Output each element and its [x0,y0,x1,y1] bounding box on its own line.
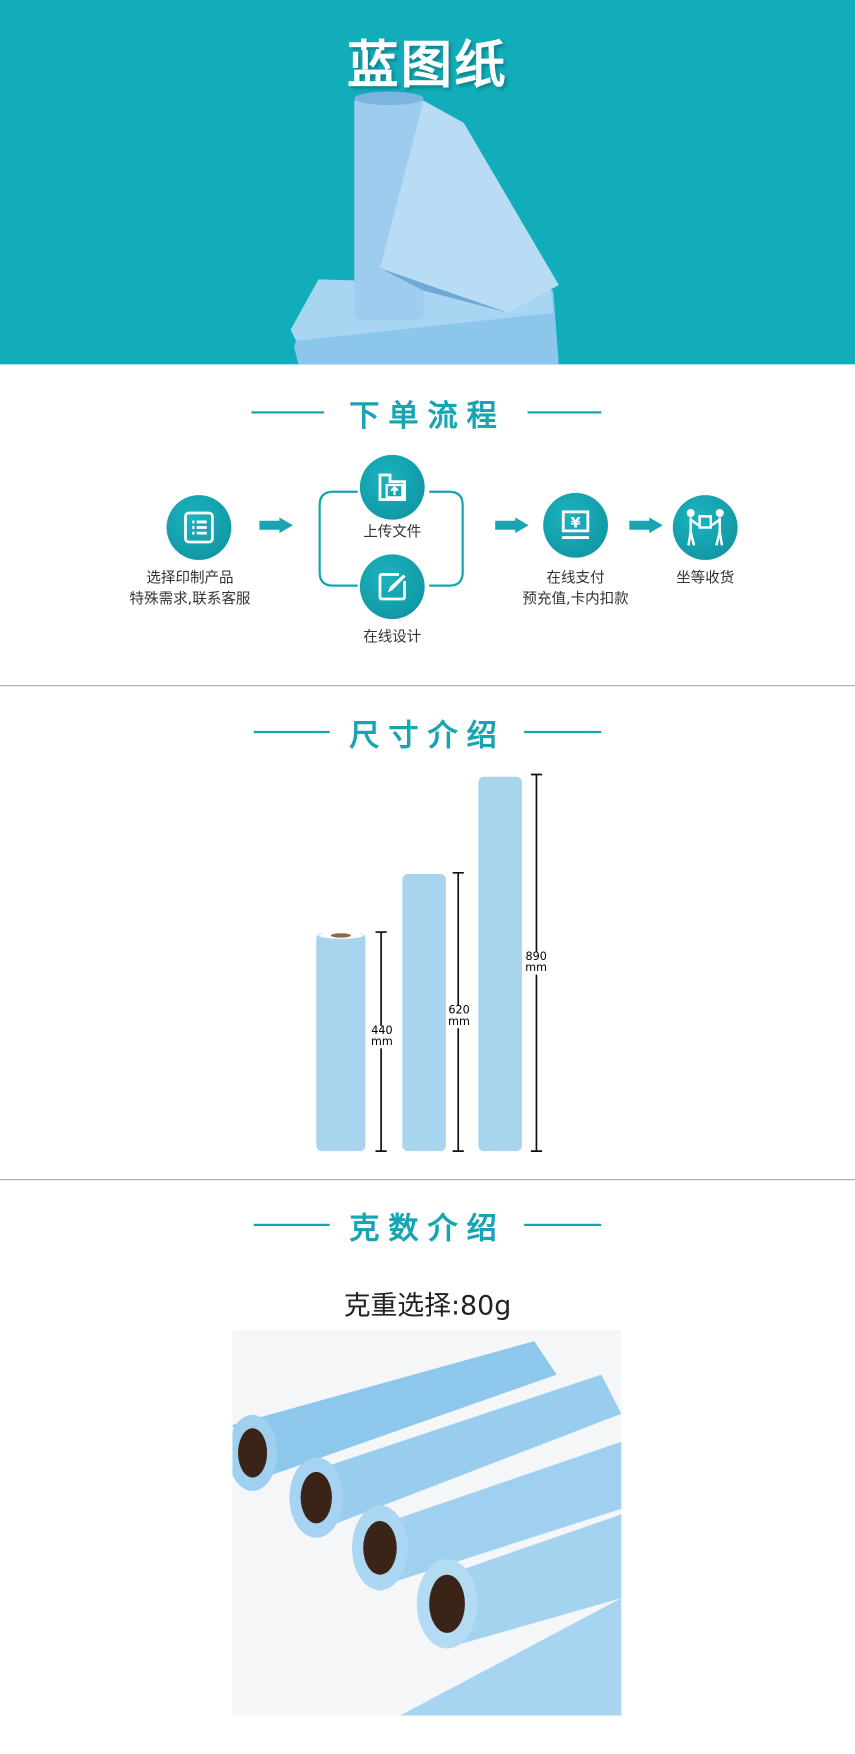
step-upload-text: 上传文件 [363,524,422,541]
title-line-left [253,730,330,734]
svg-text:¥: ¥ [571,516,581,532]
size-unit: mm [525,962,548,975]
section-divider [0,685,855,687]
edit-pen-icon [378,573,406,601]
weight-intro-title: 克数介绍 [349,1211,506,1247]
list-icon [184,511,214,544]
step-line: 特殊需求,联系客服 [129,591,251,608]
step-design-text: 在线设计 [363,629,422,646]
upload-folder-icon [378,473,406,501]
select-product-step [166,495,232,560]
step-line: 在线支付 [546,569,605,587]
title-line-left [253,1223,330,1227]
size-value: 890 [525,951,547,964]
yuan-monitor-icon: ¥ [561,510,590,539]
title-line-right [524,730,602,734]
arrow-right-icon [259,517,293,534]
blueprint-paper-roll-image [290,91,559,365]
online-payment-step: ¥ [543,492,608,558]
step-line: 选择印制产品 [146,569,234,587]
arrow-right-icon [629,517,663,534]
title-line-right [524,1223,602,1227]
banner-title: 蓝图纸 [347,34,508,95]
title-line-left [251,411,325,414]
order-process-title: 下单流程 [349,398,506,434]
size-intro-title: 尺寸介绍 [349,718,506,754]
size-unit: mm [371,1036,393,1049]
online-design-step [359,554,425,620]
size-value: 620 [448,1004,470,1018]
step-line: 预充值,卡内扣款 [522,591,629,608]
paper-rolls-photo [232,1329,622,1716]
delivery-people-icon [686,508,724,546]
step-select-text: 选择印制产品 特殊需求,联系客服 [101,568,280,610]
options-bracket [318,490,464,587]
receive-goods-step [672,495,738,560]
section-divider [0,1179,855,1181]
arrow-right-icon [495,517,529,534]
weight-selection-label: 克重选择:80g [343,1289,512,1322]
roll-size-comparison-image [316,773,543,1152]
title-line-right [527,411,602,414]
size-value: 440 [371,1024,393,1038]
upload-file-step [359,454,425,520]
hero-banner: 蓝图纸 [0,0,855,365]
size-unit: mm [448,1015,470,1029]
step-receive-text: 坐等收货 [676,569,735,587]
step-pay-text: 在线支付 预充值,卡内扣款 [492,568,660,610]
